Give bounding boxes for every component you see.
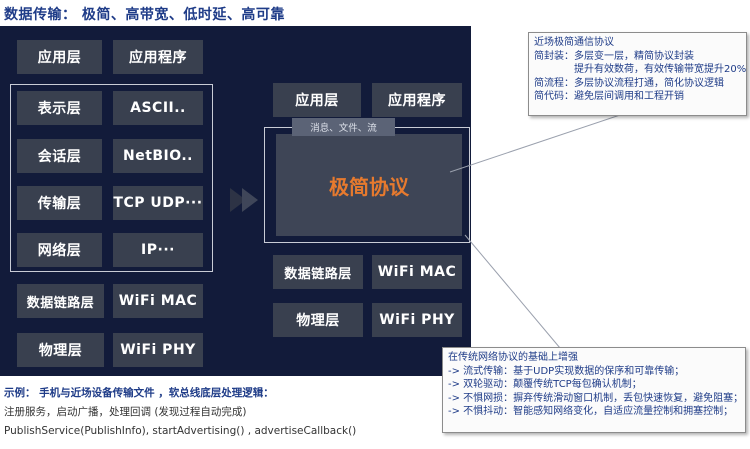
left-session-protocol: NetBIO.. (113, 139, 203, 173)
callout-line: -> 流式传输：基于UDP实现数据的保序和可靠传输； (448, 365, 685, 377)
left-merged-layers-frame (10, 84, 213, 272)
transform-arrow-icon (230, 188, 258, 212)
left-presentation-layer: 表示层 (17, 91, 102, 125)
callout-line: 近场极简通信协议 (534, 37, 614, 48)
left-application-program: 应用程序 (113, 40, 203, 74)
protocol-callout: 近场极简通信协议 简封装：多层变一层，精简协议封装 提升有效数荷，有效传输带宽提… (528, 32, 747, 116)
left-datalink-layer: 数据链路层 (17, 284, 104, 318)
left-application-layer: 应用层 (17, 40, 102, 74)
right-application-layer: 应用层 (273, 83, 361, 117)
right-datalink-protocol: WiFi MAC (372, 255, 462, 289)
callout-line: -> 双轮驱动：颠覆传统TCP每包确认机制； (448, 379, 642, 390)
minimal-protocol-block: 极简协议 (276, 134, 462, 236)
callout-line: -> 不惧抖动：智能感知网络变化，自适应流量控制和拥塞控制； (448, 406, 734, 417)
callout-line: -> 不惧网损：摒弃传统滑动窗口机制，丢包快速恢复，避免阻塞； (448, 392, 744, 404)
payload-type-tag: 消息、文件、流 (292, 118, 395, 136)
enhancement-callout: 在传统网络协议的基础上增强 -> 流式传输：基于UDP实现数据的保序和可靠传输；… (442, 347, 746, 433)
left-transport-protocol: TCP UDP··· (113, 186, 203, 220)
left-transport-layer: 传输层 (17, 186, 102, 220)
callout-line: 简代码：避免层间调用和工程开销 (534, 91, 684, 102)
example-steps: 注册服务，启动广播，处理回调 (发现过程自动完成) (4, 406, 247, 418)
callout-line: 提升有效数荷，有效传输带宽提升20% (534, 64, 747, 75)
left-network-protocol: IP··· (113, 233, 203, 267)
example-title: 示例： 手机与近场设备传输文件 ，软总线底层处理逻辑： (4, 387, 274, 399)
example-api-calls: PublishService(PublishInfo), startAdvert… (4, 425, 357, 437)
callout-line: 简封装：多层变一层，精简协议封装 (534, 50, 694, 62)
left-physical-layer: 物理层 (17, 333, 104, 367)
callout-line: 简流程：多层协议流程打通，简化协议逻辑 (534, 77, 724, 89)
left-session-layer: 会话层 (17, 139, 102, 173)
right-physical-protocol: WiFi PHY (372, 303, 462, 337)
page-title: 数据传输： 极简、高带宽、低时延、高可靠 (4, 7, 285, 23)
example-section: 示例： 手机与近场设备传输文件 ，软总线底层处理逻辑： 注册服务，启动广播，处理… (4, 384, 356, 441)
right-datalink-layer: 数据链路层 (273, 255, 363, 289)
left-network-layer: 网络层 (17, 233, 102, 267)
callout-line: 在传统网络协议的基础上增强 (448, 352, 578, 363)
left-presentation-protocol: ASCII.. (113, 91, 203, 125)
right-application-program: 应用程序 (372, 83, 462, 117)
right-physical-layer: 物理层 (273, 303, 363, 337)
left-datalink-protocol: WiFi MAC (113, 284, 203, 318)
left-physical-protocol: WiFi PHY (113, 333, 203, 367)
